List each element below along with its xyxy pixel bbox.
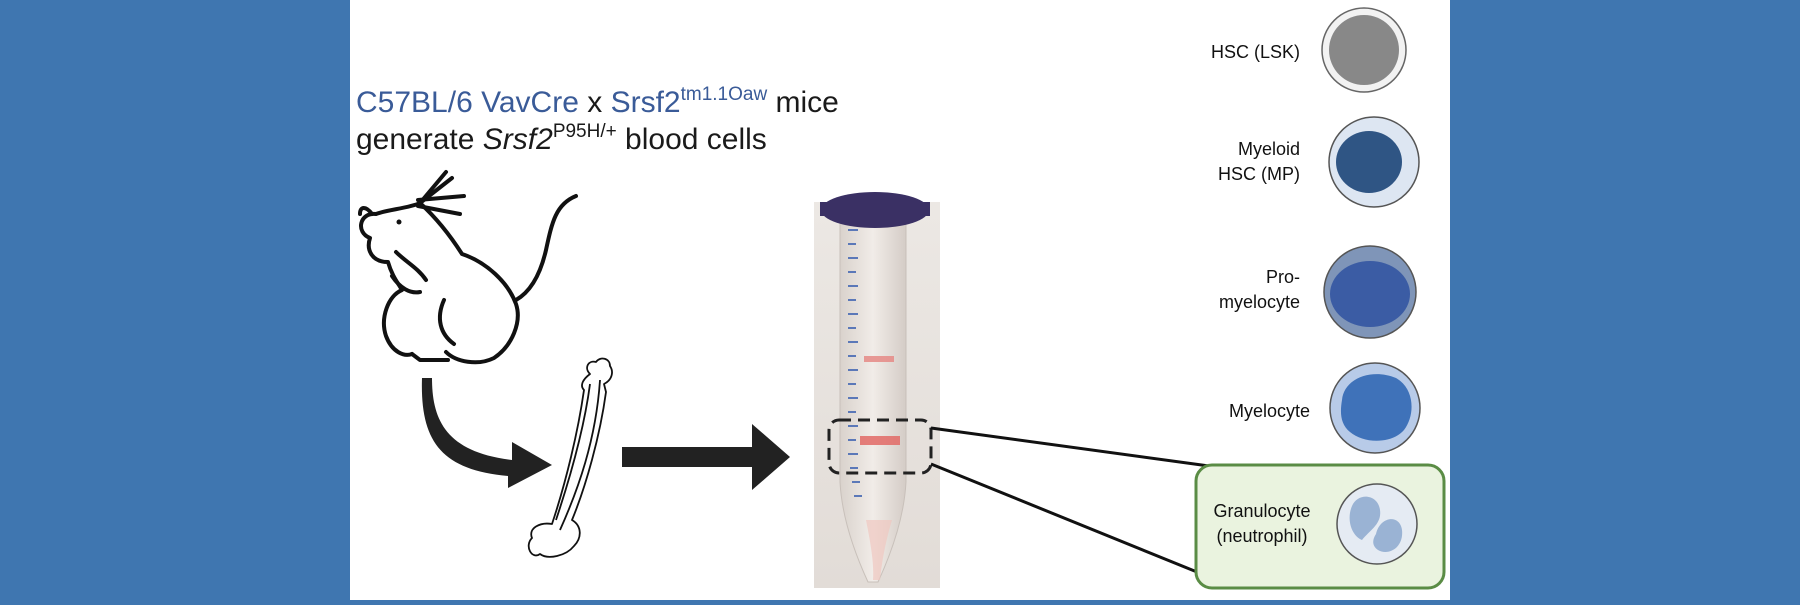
title-line-1-tail: mice: [767, 86, 839, 119]
cell-1: Myeloid HSC (MP): [1218, 116, 1420, 208]
cell-nucleus: [1336, 131, 1402, 193]
title-line-2-tail: blood cells: [617, 123, 767, 156]
cross-symbol: x: [579, 86, 611, 119]
title-line-1: C57BL/6 VavCre x Srsf2tm1.1Oaw mice: [356, 84, 839, 119]
upper-cell-band: [864, 356, 894, 362]
cell-4: Granulocyte (neutrophil): [1213, 483, 1418, 565]
cell-label-line-2: (neutrophil): [1216, 526, 1307, 546]
cell-label-line-1: Myeloid: [1238, 139, 1300, 159]
gene-name: Srsf2: [483, 123, 553, 156]
gene-superscript: P95H/+: [553, 121, 617, 142]
femur-bone-icon: [527, 357, 613, 558]
selection-dashed-box: [827, 418, 933, 475]
cell-nucleus-lobes: [1349, 496, 1403, 552]
cell-label-line-1: Granulocyte: [1213, 501, 1310, 521]
strain-b-superscript: tm1.1Oaw: [681, 84, 768, 105]
mouse-icon: [358, 170, 578, 365]
strain-b: Srsf2: [611, 86, 681, 119]
title-line-2-pre: generate: [356, 123, 483, 156]
cell-nucleus: [1329, 15, 1399, 85]
right-arrow-icon: [622, 424, 790, 490]
strain-a: C57BL/6 VavCre: [356, 86, 579, 119]
cell-0: HSC (LSK): [1211, 7, 1407, 93]
cell-nucleus: [1340, 374, 1412, 441]
cell-label-line-2: HSC (MP): [1218, 164, 1300, 184]
tube-scale-marks: [848, 229, 862, 497]
cell-label-line-2: myelocyte: [1219, 292, 1300, 312]
cell-2: Pro- myelocyte: [1219, 245, 1417, 339]
cell-nucleus: [1330, 261, 1410, 327]
connector-line-top: [930, 426, 1210, 468]
cell-label: Myelocyte: [1229, 401, 1310, 421]
cell-label-line-1: Pro-: [1266, 267, 1300, 287]
cell-3: Myelocyte: [1229, 362, 1421, 454]
cell-outer: [1336, 483, 1418, 565]
centrifuge-tube-photo: [814, 192, 940, 588]
curved-arrow-icon: [421, 378, 552, 488]
lower-cell-band: [860, 436, 900, 445]
cell-label: HSC (LSK): [1211, 42, 1300, 62]
title-line-2: generate Srsf2P95H/+ blood cells: [356, 121, 767, 156]
connector-line-bottom: [930, 462, 1198, 574]
